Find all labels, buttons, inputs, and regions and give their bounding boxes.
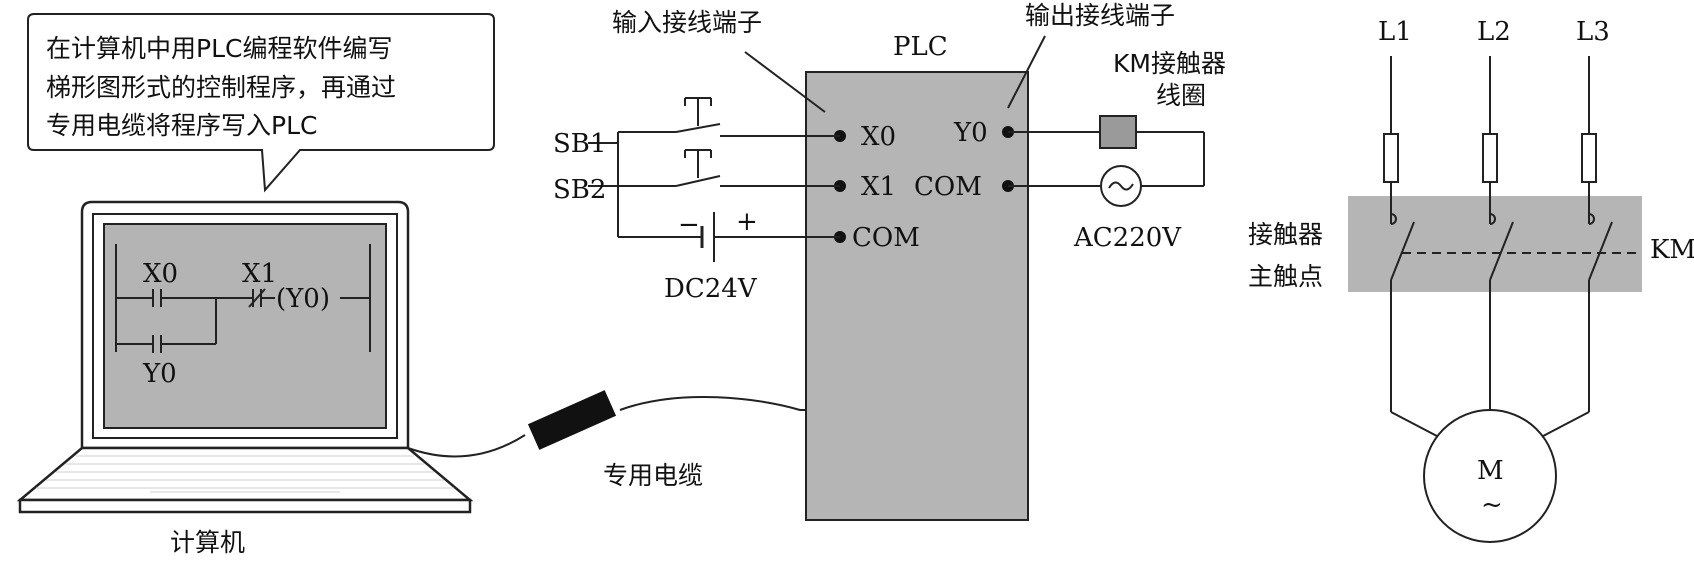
output-circuit: KM接触器 线圈 AC220V bbox=[1008, 49, 1226, 253]
ladder-diagram: X0 X1 (Y0) Y0 bbox=[115, 244, 371, 389]
main-contact-l2 bbox=[1489, 221, 1514, 281]
main-contact-l3 bbox=[1588, 221, 1613, 281]
ladder-coil-label: (Y0) bbox=[276, 284, 330, 314]
callout-line-1: 在计算机中用PLC编程软件编写 bbox=[46, 34, 392, 63]
laptop-screen bbox=[103, 223, 387, 429]
plc-title: PLC bbox=[893, 32, 948, 62]
phase-l3-label: L3 bbox=[1576, 17, 1610, 47]
ac220v-label: AC220V bbox=[1073, 223, 1182, 253]
input-terminals-label: 输入接线端子 bbox=[612, 8, 762, 37]
input-circuit: SB1 SB2 − + DC24V bbox=[553, 97, 840, 304]
phase-l1-label: L1 bbox=[1378, 17, 1412, 47]
main-contacts-band bbox=[1348, 196, 1642, 292]
phase-l2-label: L2 bbox=[1477, 17, 1511, 47]
terminal-com-in-label: COM bbox=[852, 223, 920, 253]
motor bbox=[1423, 409, 1557, 543]
ladder-y0-label: Y0 bbox=[142, 359, 177, 389]
pushbutton-sb1 bbox=[675, 97, 721, 133]
ladder-x0-label: X0 bbox=[143, 259, 178, 289]
km-coil-label-1: KM接触器 bbox=[1113, 49, 1226, 78]
motor-ac-symbol: ~ bbox=[1481, 490, 1503, 520]
main-contacts-label-2: 主触点 bbox=[1248, 262, 1323, 291]
fuse-l1 bbox=[1383, 133, 1399, 183]
km-coil bbox=[1099, 115, 1137, 149]
cable-label: 专用电缆 bbox=[603, 461, 703, 490]
dc24v-label: DC24V bbox=[664, 274, 758, 304]
fuse-l2 bbox=[1482, 133, 1498, 183]
ladder-x1-label: X1 bbox=[242, 259, 277, 289]
output-terminals-label: 输出接线端子 bbox=[1025, 1, 1175, 30]
terminal-x0-label: X0 bbox=[861, 122, 896, 152]
plc-unit: PLC 输入接线端子 输出接线端子 X0 X1 COM Y0 COM bbox=[612, 1, 1175, 521]
laptop: 计算机 X0 X1 (Y0) Y0 bbox=[16, 200, 474, 557]
battery-plus: + bbox=[736, 207, 758, 237]
terminal-y0-label: Y0 bbox=[953, 118, 988, 148]
main-contacts-label-1: 接触器 bbox=[1248, 220, 1323, 249]
km-coil-label-2: 线圈 bbox=[1156, 81, 1206, 110]
motor-label: M bbox=[1477, 456, 1504, 486]
callout-line-3: 专用电缆将程序写入PLC bbox=[46, 111, 317, 140]
terminal-x1-label: X1 bbox=[861, 172, 896, 202]
computer-label: 计算机 bbox=[170, 528, 245, 557]
power-circuit: L1 L2 L3 接触器 主触点 KM M ~ bbox=[1248, 17, 1694, 543]
sb2-label: SB2 bbox=[553, 175, 606, 205]
input-label-leader bbox=[744, 51, 826, 113]
output-label-leader bbox=[1007, 35, 1046, 109]
fuse-l3 bbox=[1581, 133, 1597, 183]
callout-line-2: 梯形图形式的控制程序，再通过 bbox=[46, 73, 396, 102]
km-label: KM bbox=[1650, 235, 1694, 265]
dc24v-supply: − + DC24V bbox=[664, 207, 758, 304]
main-contact-l1 bbox=[1390, 221, 1415, 281]
sb1-label: SB1 bbox=[553, 129, 606, 159]
terminal-com-out-label: COM bbox=[914, 172, 982, 202]
pushbutton-sb2 bbox=[675, 149, 721, 187]
battery-minus: − bbox=[678, 210, 700, 240]
callout-bubble: 在计算机中用PLC编程软件编写 梯形图形式的控制程序，再通过 专用电缆将程序写入… bbox=[27, 13, 495, 193]
